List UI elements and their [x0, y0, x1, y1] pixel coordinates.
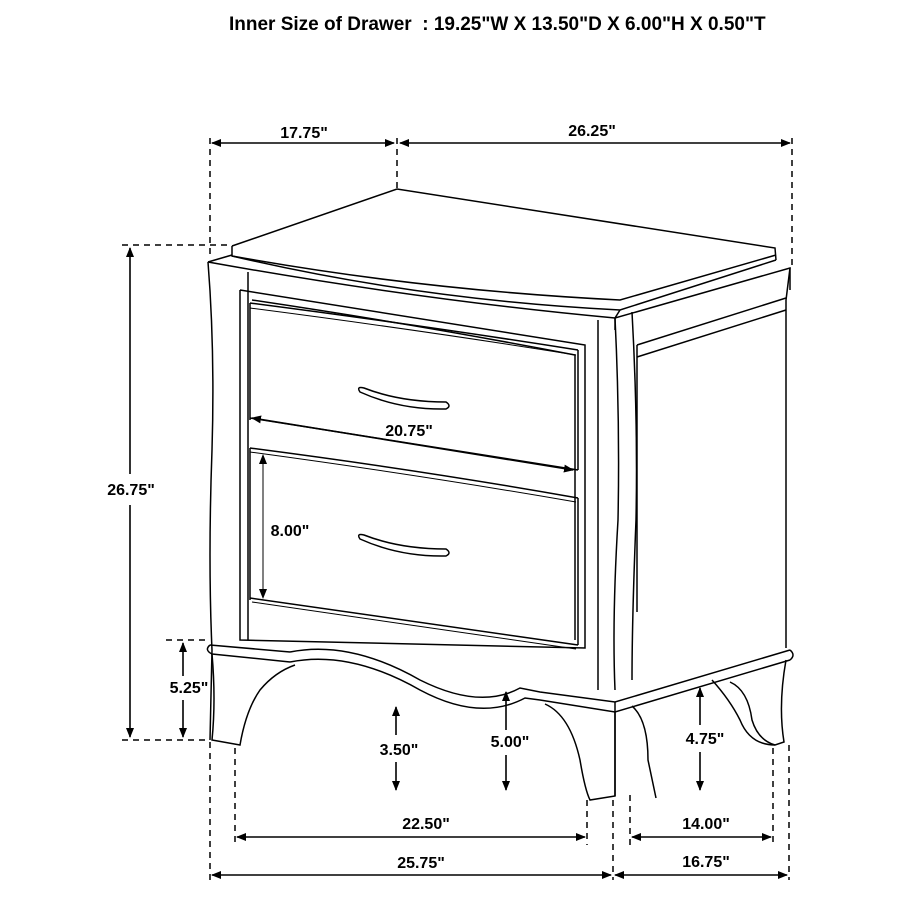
base-apron — [206, 644, 794, 713]
side-clearance-label: 4.75" — [685, 731, 725, 748]
drawer-width-label: 20.75" — [385, 423, 433, 440]
drawer-height-label: 8.00" — [270, 523, 310, 540]
side-panel — [636, 267, 791, 648]
front-leg-span-label: 22.50" — [402, 816, 450, 833]
side-leg-span-label: 14.00" — [682, 816, 730, 833]
top-width-label: 26.25" — [568, 123, 616, 140]
side-base-depth-label: 16.75" — [682, 854, 730, 871]
legs — [211, 653, 787, 801]
front-frame — [207, 261, 638, 741]
apron-clearance-center-label: 3.50" — [379, 742, 419, 759]
apron-clearance-side-label: 5.00" — [490, 734, 530, 751]
drawer-frame — [239, 289, 586, 649]
bottom-drawer-pull-icon[interactable] — [357, 533, 450, 557]
front-base-width-label: 25.75" — [397, 855, 445, 872]
base-height-label: 5.25" — [169, 680, 209, 697]
top-drawer-pull-icon[interactable] — [357, 386, 450, 410]
top-depth-label: 17.75" — [280, 125, 328, 142]
bottom-drawer — [249, 447, 579, 650]
nightstand-top — [207, 188, 791, 330]
inner-drawer-size-title: Inner Size of Drawer : 19.25"W X 13.50"D… — [229, 14, 766, 35]
overall-height-label: 26.75" — [107, 482, 155, 499]
